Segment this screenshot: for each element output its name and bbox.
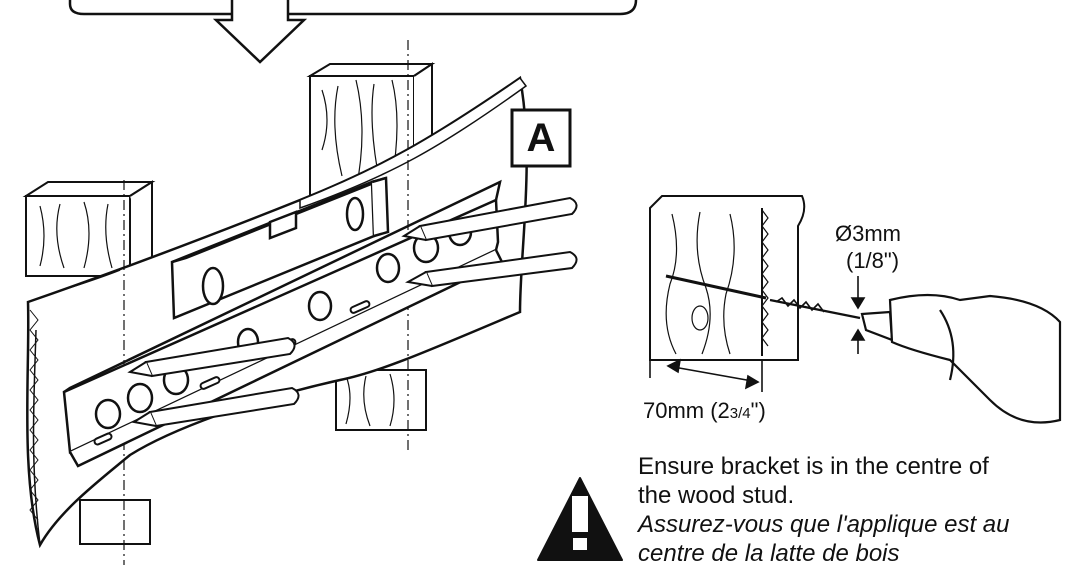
pencils: [127, 196, 578, 428]
drill-depth-fraction: 3/4: [729, 405, 751, 422]
warning-en-line1: Ensure bracket is in the centre of: [638, 453, 989, 480]
drill-depth-end: "): [750, 398, 766, 423]
drill-diameter-in: (1/8"): [846, 248, 900, 273]
warning-fr-line2: centre de la latte de bois: [638, 540, 900, 567]
wood-stud-left: [22, 180, 156, 545]
spirit-level: [170, 176, 390, 320]
drywall-edge-hatch: [29, 309, 39, 521]
drill-depth-label: 70mm (23/4"): [643, 398, 766, 424]
warning-fr-line1: Assurez-vous que l'applique est au: [638, 511, 1010, 538]
stud-cutaway: [649, 195, 806, 361]
drill-diameter-mm: Ø3mm: [835, 221, 901, 246]
warning-triangle-icon: [537, 477, 623, 561]
step-label-box: [510, 108, 572, 168]
drill-depth-mm: 70mm (2: [643, 398, 730, 423]
step-letter: A: [526, 116, 556, 160]
warning-text-en: Ensure bracket is in the centre of the w…: [638, 452, 1068, 510]
warning-en-line2: the wood stud.: [638, 482, 795, 509]
drill: [769, 293, 1062, 424]
header-bar: [68, 0, 638, 16]
dimension-arrows: [649, 276, 866, 392]
down-arrow-icon: [212, 0, 308, 64]
warning-text-fr: Assurez-vous que l'applique est au centr…: [638, 510, 1068, 568]
